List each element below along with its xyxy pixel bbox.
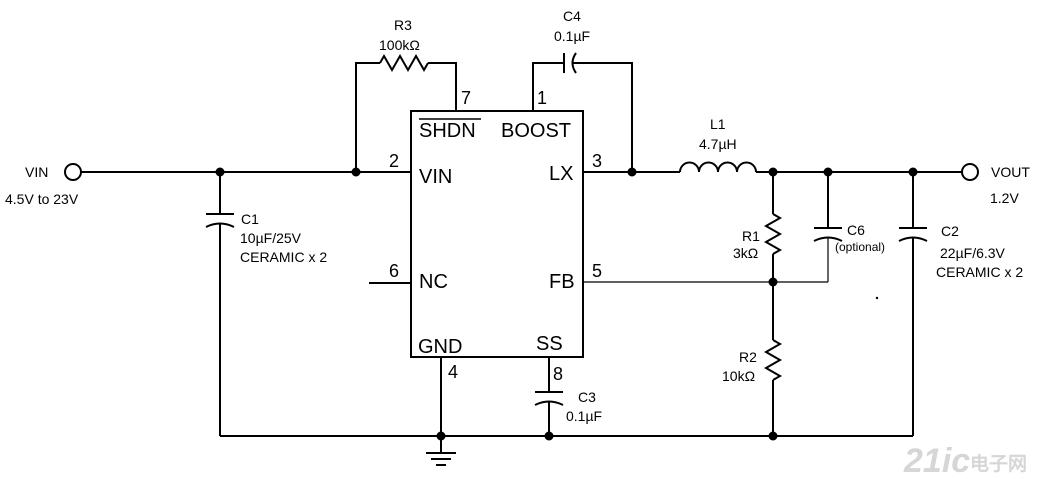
c4-lx-wire [572,62,633,172]
junction-dot [627,167,637,177]
ic-body [410,110,584,358]
c4-value: 0.1µF [554,28,590,44]
pin-number-4: 4 [448,362,458,382]
pin-label-gnd: GND [418,336,462,358]
c1-ref: C1 [241,211,259,227]
pin-number-2: 2 [389,151,399,171]
c6-note: (optional) [835,240,885,254]
watermark-site: 电子网 [970,452,1027,475]
c3-value: 0.1µF [566,408,602,424]
c2-note: CERAMIC x 2 [936,264,1023,280]
vin-terminal [64,163,82,181]
c4-ref: C4 [563,8,581,24]
r2-resistor [763,339,783,381]
pin-number-3: 3 [592,151,602,171]
junction-dot [215,167,225,177]
junction-dot [768,167,778,177]
pin-label-vin: VIN [419,166,452,188]
junction-dot [351,167,361,177]
r2-value: 10kΩ [722,368,755,384]
pin-label-nc: NC [419,271,448,293]
c6-ref: C6 [847,222,865,238]
pin-label-boost: BOOST [501,120,571,142]
r1-value: 3kΩ [733,245,758,261]
l1-inductor [679,161,757,173]
r3-shdn-wire [428,62,457,111]
junction-dot [544,431,554,441]
stray-dot [875,296,879,300]
pin-number-8: 8 [553,364,563,384]
r3-ref: R3 [394,17,412,33]
vout-label: VOUT [991,164,1030,180]
junction-dot [908,167,918,177]
pin-label-fb: FB [549,271,575,293]
r2-ref: R2 [739,349,757,365]
junction-dot [823,167,833,177]
r3-resistor [379,53,429,73]
l1-value: 4.7µH [699,136,737,152]
pin-number-7: 7 [461,88,471,108]
pin-number-5: 5 [592,261,602,281]
c2-ref: C2 [941,223,959,239]
pin-label-ss: SS [536,333,563,355]
c1-note: CERAMIC x 2 [240,249,327,265]
junction-dot [768,277,778,287]
l1-ref: L1 [710,116,726,132]
c4-boost-wire [532,62,564,111]
pin-number-6: 6 [389,261,399,281]
junction-dot [768,431,778,441]
r1-resistor [763,213,783,255]
c1-value: 10µF/25V [240,230,302,246]
r1-ref: R1 [742,228,760,244]
r3-wire [355,62,380,172]
watermark-logo: 21ic [903,442,970,479]
pin-number-1: 1 [537,88,547,108]
vin-label: VIN [25,164,48,180]
pin-label-shdn: SHDN [419,120,476,142]
c3-ref: C3 [578,389,596,405]
r3-value: 100kΩ [379,37,420,53]
vin-range: 4.5V to 23V [5,191,79,207]
pin-label-lx: LX [549,163,573,185]
junction-dot [436,431,446,441]
vout-terminal [961,163,979,181]
vout-value: 1.2V [990,190,1019,206]
c2-value: 22µF/6.3V [940,245,1006,261]
